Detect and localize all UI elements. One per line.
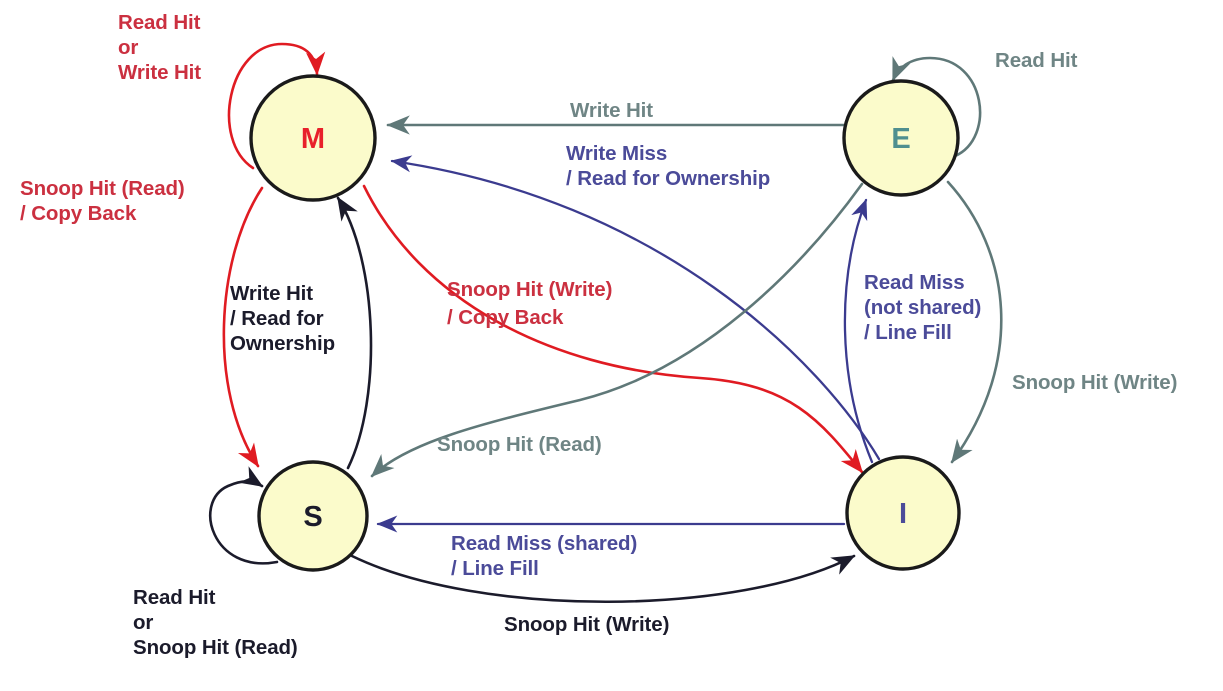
edge-label-i-to-s-line2: / Line Fill [451,557,539,580]
edge-label-m-self-line1: Read Hit [118,11,201,34]
edge-label-e-to-s: Snoop Hit (Read) [437,433,602,456]
state-label-m: M [301,123,325,155]
edge-label-m-to-i-line1: Snoop Hit (Write) [447,278,613,301]
edge-label-m-to-s-line2: / Copy Back [20,202,137,225]
edge-e-to-i [946,180,1003,464]
state-node-i[interactable]: I [845,455,961,571]
state-circle-e[interactable] [842,79,960,197]
edge-label-m-self-line2: or [118,36,139,59]
edge-label-i-to-m-line1: Write Miss [566,142,668,165]
edge-e-self [891,56,982,158]
edge-label-m-to-i-line2: / Copy Back [447,306,564,329]
state-node-m[interactable]: M [249,74,377,202]
state-label-s: S [303,501,322,533]
state-label-i: I [899,498,907,530]
state-node-s[interactable]: S [257,460,369,572]
edge-label-i-to-e-line3: / Line Fill [864,321,952,344]
edge-label-i-to-e-line1: Read Miss [864,271,965,294]
edge-i-to-e [843,198,874,464]
edge-i-to-m [390,155,881,461]
edge-m-to-i [362,184,864,474]
edge-label-m-self-line3: Write Hit [118,61,202,84]
edge-label-s-to-m-line1: Write Hit [230,282,314,305]
edge-label-s-self-line2: or [133,611,154,634]
edge-label-s-to-i: Snoop Hit (Write) [504,613,670,636]
edge-label-i-to-s-line1: Read Miss (shared) [451,532,638,555]
edge-label-e-self: Read Hit [995,49,1078,72]
edge-label-i-to-m-line2: / Read for Ownership [566,167,771,190]
edge-label-s-to-m-line2: / Read for [230,307,324,330]
edge-s-to-i [350,554,856,604]
edge-label-s-self-line3: Snoop Hit (Read) [133,636,298,659]
state-circle-s[interactable] [257,460,369,572]
edge-m-self [227,42,326,170]
edge-label-m-to-s-line1: Snoop Hit (Read) [20,177,185,200]
edge-label-s-to-m-line3: Ownership [230,332,336,355]
edge-label-s-self-line1: Read Hit [133,586,216,609]
edge-s-self [209,466,279,565]
edge-m-to-s [222,186,264,468]
edge-s-to-m [336,196,373,470]
state-circle-m[interactable] [249,74,377,202]
state-circle-i[interactable] [845,455,961,571]
edge-label-e-to-i: Snoop Hit (Write) [1012,371,1178,394]
state-node-e[interactable]: E [842,79,960,197]
edge-label-e-to-m: Write Hit [570,99,654,122]
edge-e-to-s [370,182,864,478]
state-label-e: E [891,123,910,155]
edge-label-i-to-e-line2: (not shared) [864,296,982,319]
